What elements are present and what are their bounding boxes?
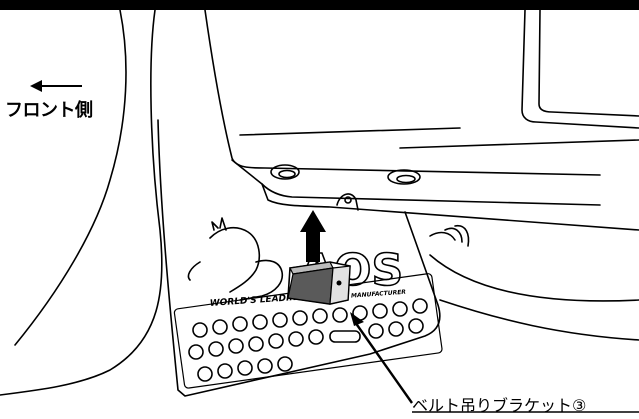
- kangaroo-logo: [187, 217, 284, 301]
- upper-body-panel: [204, 9, 601, 176]
- body-crease-line-2: [399, 139, 639, 149]
- logo-tagline-right: T MANUFACTURER: [345, 289, 407, 300]
- sill-lower-edge: [261, 183, 639, 231]
- sill-hole-left: [270, 164, 300, 180]
- top-border-band: [0, 0, 639, 10]
- front-side-label: フロント側: [5, 100, 93, 121]
- wheel-squiggle: [429, 224, 470, 247]
- sill-hole-right-inner: [396, 174, 416, 184]
- body-contour-left: [14, 9, 127, 346]
- belt-bracket: [287, 261, 351, 305]
- mud-flap-outline: [157, 119, 441, 397]
- body-contour-inner: [0, 9, 163, 396]
- sill-tab-hole: [344, 196, 352, 204]
- bracket-leader-arrowhead: [350, 312, 364, 326]
- bracket-leader-line: [354, 321, 413, 404]
- body-crease-line: [239, 127, 461, 136]
- sill-hole-left-inner: [278, 169, 296, 179]
- flap-hole-row-2: [188, 318, 424, 360]
- up-arrow-icon: [300, 210, 326, 262]
- sill-hole-right: [387, 169, 421, 185]
- logo-tagline-left: WORLD'S LEADIN: [210, 293, 298, 309]
- wheel-arc-2: [439, 299, 639, 341]
- wheel-arc-1: [429, 254, 639, 302]
- flap-hole-row-1: [192, 298, 428, 338]
- flap-hole-row-3: [197, 356, 293, 382]
- front-direction-arrow: [30, 80, 82, 92]
- door-edge: [521, 9, 639, 129]
- door-edge-inner: [538, 9, 639, 117]
- sill-tab: [336, 193, 359, 211]
- belt-bracket-label: ベルト吊りブラケット③: [412, 396, 587, 415]
